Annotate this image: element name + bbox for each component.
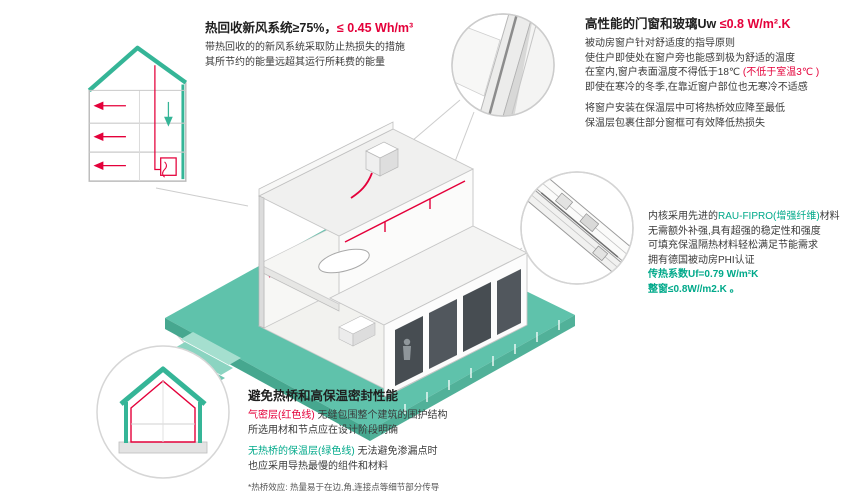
roof-parapet xyxy=(258,121,394,197)
glass-panels xyxy=(395,269,521,386)
windows-title: 高性能的门窗和玻璃Uw ≤0.8 W/m².K xyxy=(585,17,791,31)
thermal-body: 气密层(红色线) 无缝包围整个建筑的围护结构所选用材和节点应在设计阶段明确无热桥… xyxy=(248,410,448,492)
ventilation-cross-section-illustration xyxy=(87,45,188,182)
annotation-thermal: 避免热桥和高保温密封性能 气密层(红色线) 无缝包围整个建筑的围护结构所选用材和… xyxy=(248,388,568,492)
main-house-illustration xyxy=(165,121,575,441)
annotation-ventilation: 热回收新风系统≥75%，≤ 0.45 Wh/m³ 带热回收的的新风系统采取防止热… xyxy=(205,20,485,70)
profile-detail-circle xyxy=(520,171,634,285)
thermal-title: 避免热桥和高保温密封性能 xyxy=(248,389,399,403)
fence xyxy=(404,320,560,414)
rooftop-vent-unit xyxy=(365,141,399,177)
insulation-detail-circle xyxy=(96,345,230,479)
profile-body: 内核采用先进的RAU-FIPRO(增强纤维)材料无需额外补强,具有超强的稳定性和… xyxy=(648,211,840,295)
exhaust-air-arrows xyxy=(164,101,173,127)
kitchen-island xyxy=(338,315,376,347)
person-figure xyxy=(403,338,411,360)
duct-lines-upper-floor xyxy=(344,180,466,243)
ventilation-body: 带热回收的的新风系统采取防止热损失的措施其所节约的能量远超其运行所耗费的能量 xyxy=(205,42,405,68)
roof-insulation-line xyxy=(87,45,188,92)
windows-body: 被动房窗户针对舒适度的指导原则使住户即使处在窗户旁也能感到极为舒适的温度在室内,… xyxy=(585,38,820,129)
foundation-slab xyxy=(118,441,208,454)
vent-duct-red xyxy=(350,172,373,199)
airtight-layer-red xyxy=(130,380,196,443)
insulation-layer-green xyxy=(119,366,207,406)
bathtub xyxy=(318,248,370,274)
window-detail-circle xyxy=(451,13,555,117)
annotation-profile: 内核采用先进的RAU-FIPRO(增强纤维)材料无需额外补强,具有超强的稳定性和… xyxy=(648,210,865,297)
cut-wall-edge xyxy=(258,195,265,329)
annotation-windows: 高性能的门窗和玻璃Uw ≤0.8 W/m².K 被动房窗户针对舒适度的指导原则使… xyxy=(585,16,860,131)
ventilation-title: 热回收新风系统≥75%，≤ 0.45 Wh/m³ xyxy=(205,21,414,35)
